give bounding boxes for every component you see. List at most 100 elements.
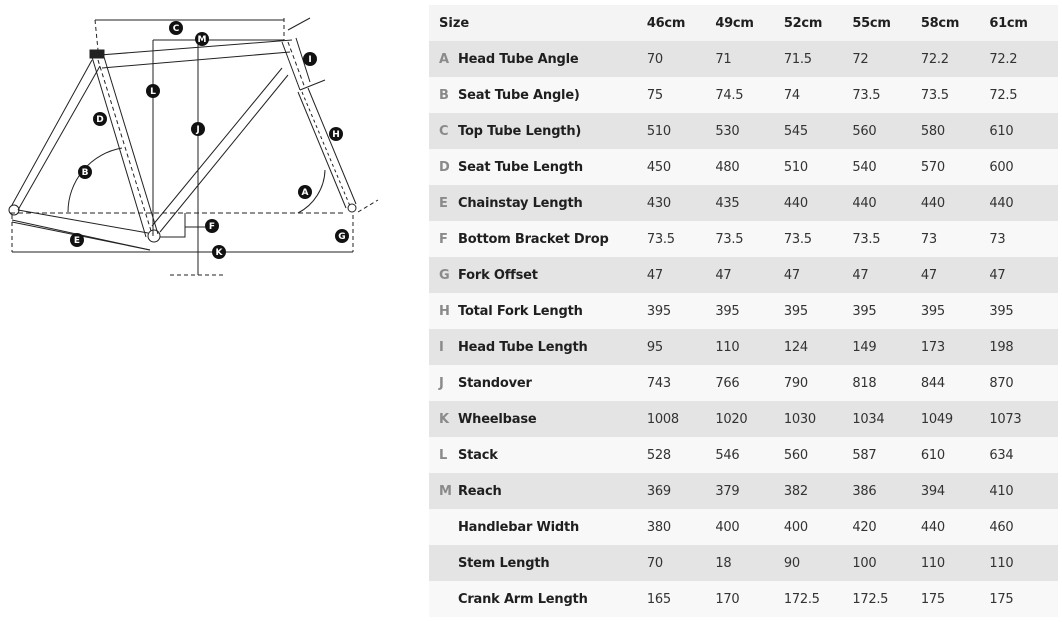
label-j-marker: J [191, 122, 205, 136]
label-f-marker: F [205, 219, 219, 233]
measurement-value: 379 [715, 483, 740, 499]
measurement-value: 110 [989, 555, 1014, 571]
label-i-marker: I [303, 52, 317, 66]
dimension-letter: G [439, 267, 450, 283]
dimension-letter: I [439, 339, 444, 355]
measurement-name: Stack [458, 447, 498, 463]
measurement-value: 47 [920, 267, 937, 283]
label-m-marker: M [195, 32, 209, 46]
label-d-marker: D [93, 112, 107, 126]
svg-text:C: C [173, 24, 180, 34]
measurement-value: 510 [646, 123, 671, 139]
measurement-value: 198 [989, 339, 1014, 355]
measurement-value: 634 [989, 447, 1014, 463]
measurement-value: 430 [646, 195, 671, 211]
measurement-name: Handlebar Width [458, 519, 580, 535]
measurement-value: 173 [920, 339, 945, 355]
measurement-value: 47 [852, 267, 869, 283]
dimension-letter: F [439, 231, 448, 247]
measurement-value: 1020 [715, 411, 748, 427]
label-b-marker: B [78, 165, 92, 179]
top-tube [99, 39, 293, 69]
label-l-marker: L [146, 84, 160, 98]
measurement-value: 74.5 [715, 87, 744, 103]
size-header-row: Size 46cm 49cm 52cm 55cm 58cm 61cm [429, 5, 1058, 41]
measurement-value: 70 [646, 555, 663, 571]
measurement-value: 70 [646, 51, 663, 67]
measurement-value: 560 [852, 123, 877, 139]
measurement-name: Bottom Bracket Drop [458, 231, 609, 247]
measurement-value: 400 [783, 519, 808, 535]
measurement-value: 47 [646, 267, 663, 283]
measurement-value: 1049 [920, 411, 953, 427]
measurement-value: 570 [920, 159, 945, 175]
fork [297, 87, 357, 209]
measurement-value: 71.5 [783, 51, 812, 67]
measurement-value: 72 [852, 51, 869, 67]
down-tube [151, 67, 289, 233]
measurement-value: 47 [989, 267, 1006, 283]
measurement-value: 395 [646, 303, 671, 319]
measurement-value: 440 [783, 195, 808, 211]
measurement-name: Reach [458, 483, 502, 499]
dimension-letter: K [439, 411, 450, 427]
measurement-value: 395 [783, 303, 808, 319]
dimension-letter: D [439, 159, 450, 175]
measurement-name: Wheelbase [458, 411, 537, 427]
measurement-label-cell: F Bottom Bracket Drop [429, 221, 647, 257]
measurement-value: 743 [646, 375, 671, 391]
measurement-name: Stem Length [458, 555, 550, 571]
size-column-header: 52cm [783, 15, 823, 31]
head-tube [281, 37, 311, 91]
measurement-value: 790 [783, 375, 808, 391]
measurement-value: 71 [715, 51, 732, 67]
label-c-marker: C [169, 21, 183, 35]
size-column-header: 55cm [852, 15, 891, 31]
measurement-value: 610 [920, 447, 945, 463]
measurement-value: 90 [783, 555, 800, 571]
measurement-value: 18 [715, 555, 732, 571]
measurement-value: 172.5 [852, 591, 889, 607]
measurement-value: 580 [920, 123, 945, 139]
measurement-value: 172.5 [783, 591, 820, 607]
measurement-value: 395 [852, 303, 877, 319]
measurement-name: Top Tube Length) [458, 123, 582, 139]
svg-text:J: J [195, 125, 199, 135]
measurement-value: 73.5 [715, 231, 744, 247]
measurement-value: 73.5 [852, 231, 881, 247]
measurement-value: 818 [852, 375, 877, 391]
measurement-value: 545 [783, 123, 808, 139]
measurement-name: Head Tube Angle [458, 51, 579, 67]
size-column-header: 49cm [715, 15, 754, 31]
measurement-value: 47 [783, 267, 800, 283]
measurement-value: 460 [989, 519, 1014, 535]
dimension-letter: J [439, 375, 444, 391]
measurement-value: 95 [646, 339, 663, 355]
svg-text:L: L [150, 87, 156, 97]
measurement-value: 73.5 [852, 87, 881, 103]
measurement-name: Fork Offset [458, 267, 538, 283]
measurement-value: 440 [920, 519, 945, 535]
svg-text:M: M [198, 35, 207, 45]
measurement-value: 72.5 [989, 87, 1018, 103]
measurement-name: Crank Arm Length [458, 591, 588, 607]
measurement-value: 395 [715, 303, 740, 319]
measurement-name: Standover [458, 375, 532, 391]
measurement-value: 610 [989, 123, 1014, 139]
measurement-value: 410 [989, 483, 1014, 499]
measurement-value: 73 [989, 231, 1006, 247]
measurement-value: 73.5 [783, 231, 812, 247]
size-column-header: 61cm [989, 15, 1028, 31]
